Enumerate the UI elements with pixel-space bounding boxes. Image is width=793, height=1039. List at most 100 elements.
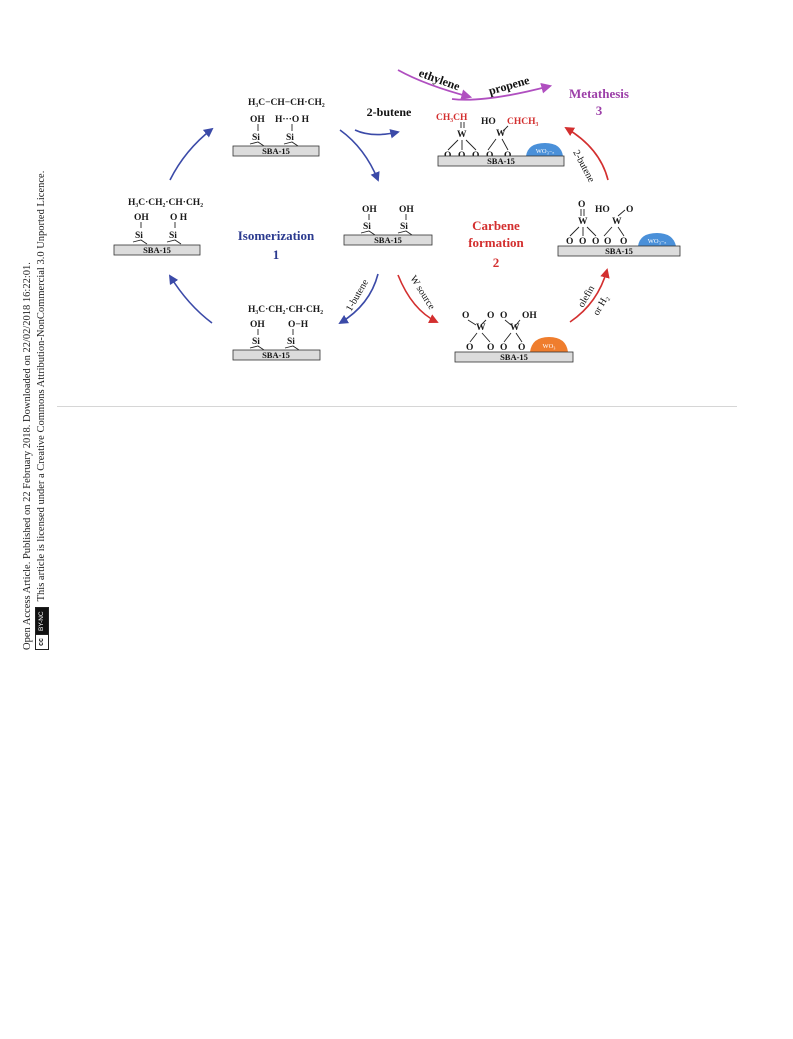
- arrow-w-source: [397, 274, 439, 323]
- bottom-si-2: Si: [287, 337, 295, 347]
- arrow-propene: [451, 82, 553, 101]
- btm-o-5: O: [487, 343, 494, 353]
- left-sba15-surface: [113, 244, 201, 256]
- center-oh-1: OH: [362, 205, 377, 215]
- arrow-left-to-top: [169, 127, 214, 181]
- center-sba15-surface: [343, 234, 433, 246]
- meta-w-1: W: [457, 130, 467, 140]
- cc-license-badge[interactable]: cc BY-NC: [35, 607, 49, 650]
- btm-oh: OH: [522, 311, 537, 321]
- figure-divider: [57, 406, 737, 407]
- label-ethylene: ethylene: [417, 66, 463, 94]
- left-si-2: Si: [169, 231, 177, 241]
- bottom-sba15-label: SBA-15: [262, 350, 290, 360]
- btm-wo3-label: WO₃: [542, 343, 555, 350]
- left-oh: OH: [134, 213, 149, 223]
- right-w-2: W: [612, 217, 622, 227]
- right-o-d: O: [604, 237, 611, 247]
- right-w-1: W: [578, 217, 588, 227]
- right-o-top: O: [578, 200, 585, 210]
- sidebar-line-1: Open Access Article. Published on 22 Feb…: [21, 10, 35, 650]
- left-sba15-label: SBA-15: [143, 245, 171, 255]
- top-h-o-h: H···O H: [275, 115, 310, 125]
- right-o-a: O: [566, 237, 573, 247]
- arrow-olefin: [569, 268, 610, 323]
- btm-w-2: W: [510, 323, 520, 333]
- right-sba15-surface: [557, 245, 681, 257]
- by-nc-label: BY-NC: [36, 608, 48, 634]
- meta-w-2: W: [496, 129, 506, 139]
- label-2butene-back: 2-butene: [570, 148, 596, 185]
- bottom-tungsten-complex: O O O OH W W O O O O WO₃ SBA-15: [454, 311, 574, 363]
- btm-o-6: O: [500, 343, 507, 353]
- right-ho: HO: [595, 205, 610, 215]
- center-si-1: Si: [363, 222, 371, 232]
- top-sba15-surface: [232, 145, 320, 157]
- meta-wo-label: WO₃₋ₓ: [536, 148, 555, 155]
- meta-chch3: CHCH₃: [507, 117, 539, 127]
- center-sba15-label: SBA-15: [374, 235, 402, 245]
- license-sidebar: Open Access Article. Published on 22 Feb…: [21, 10, 59, 650]
- btm-sba15-surface: [454, 351, 574, 363]
- right-o-e: O: [620, 237, 627, 247]
- btm-o-2: O: [487, 311, 494, 321]
- btm-sba15-label: SBA-15: [500, 352, 528, 362]
- right-tungsten-complex: O HO O W W O O O O O WO₃₋ₓ SBA-15: [557, 200, 681, 257]
- btm-o-7: O: [518, 343, 525, 353]
- meta-sba15-surface: [437, 155, 565, 167]
- cc-icon: cc: [36, 634, 48, 649]
- label-metathesis: Metathesis: [569, 86, 629, 101]
- center-silica: OH OH Si Si SBA-15: [343, 205, 433, 246]
- top-chain-formula: H₃C−CH−CH·CH₂: [248, 98, 325, 108]
- right-o-2: O: [626, 205, 633, 215]
- label-2butene: 2-butene: [367, 105, 412, 119]
- bottom-o-h: O−H: [288, 320, 309, 330]
- bottom-oh: OH: [250, 320, 265, 330]
- meta-ch3ch: CH₃CH: [436, 113, 468, 123]
- right-wo-label: WO₃₋ₓ: [648, 238, 667, 245]
- catalytic-cycle-figure: H₃C−CH−CH·CH₂ OH H···O H Si Si SBA-15 H₃…: [113, 66, 681, 363]
- top-si-1: Si: [252, 133, 260, 143]
- btm-o-1: O: [462, 311, 469, 321]
- right-wo-cluster: [638, 233, 676, 246]
- metathesis-complex: CH₃CH HO CHCH₃ W W O O O O O WO₃₋ₓ SBA-1…: [436, 113, 565, 167]
- label-w-source: W source: [407, 274, 437, 312]
- btm-w-1: W: [476, 323, 486, 333]
- label-isomerization: Isomerization: [238, 228, 315, 243]
- label-metathesis-num: 3: [596, 103, 603, 118]
- btm-o-3: O: [500, 311, 507, 321]
- btm-wo3-cluster: [530, 337, 568, 352]
- bottom-sba15-surface: [232, 349, 321, 361]
- sidebar-line-2: cc BY-NC This article is licensed under …: [35, 10, 49, 650]
- top-sba15-label: SBA-15: [262, 146, 290, 156]
- arrow-top-to-center: [339, 129, 380, 182]
- bottom-intermediate: H₃C·CH₂·CH·CH₂ OH O−H Si Si SBA-15: [232, 305, 323, 361]
- top-oh: OH: [250, 115, 265, 125]
- sidebar-published-text: Open Access Article. Published on 22 Feb…: [22, 262, 33, 650]
- label-propene: propene: [487, 73, 532, 98]
- center-oh-2: OH: [399, 205, 414, 215]
- meta-wo-cluster: [526, 143, 563, 156]
- bottom-chain-formula: H₃C·CH₂·CH·CH₂: [248, 305, 323, 315]
- meta-ho: HO: [481, 117, 496, 127]
- right-o-c: O: [592, 237, 599, 247]
- label-carbene: Carbene: [472, 218, 520, 233]
- center-si-2: Si: [400, 222, 408, 232]
- meta-sba15-label: SBA-15: [487, 156, 515, 166]
- arrow-bottom-to-left: [168, 274, 213, 324]
- top-si-2: Si: [286, 133, 294, 143]
- right-sba15-label: SBA-15: [605, 246, 633, 256]
- left-o-h: O H: [170, 213, 188, 223]
- left-chain-formula: H₃C·CH₂·CH·CH₂: [128, 198, 203, 208]
- arrow-ethylene: [397, 69, 473, 100]
- label-formation: formation: [468, 235, 524, 250]
- arrow-2butene-out: [354, 129, 400, 139]
- left-intermediate: H₃C·CH₂·CH·CH₂ OH O H Si Si SBA-15: [113, 198, 203, 256]
- sidebar-license-text[interactable]: This article is licensed under a Creativ…: [36, 170, 47, 602]
- top-intermediate: H₃C−CH−CH·CH₂ OH H···O H Si Si SBA-15: [232, 98, 325, 157]
- btm-o-4: O: [466, 343, 473, 353]
- right-o-b: O: [579, 237, 586, 247]
- left-si-1: Si: [135, 231, 143, 241]
- label-1butene: 1-butene: [344, 277, 371, 313]
- bottom-si-1: Si: [252, 337, 260, 347]
